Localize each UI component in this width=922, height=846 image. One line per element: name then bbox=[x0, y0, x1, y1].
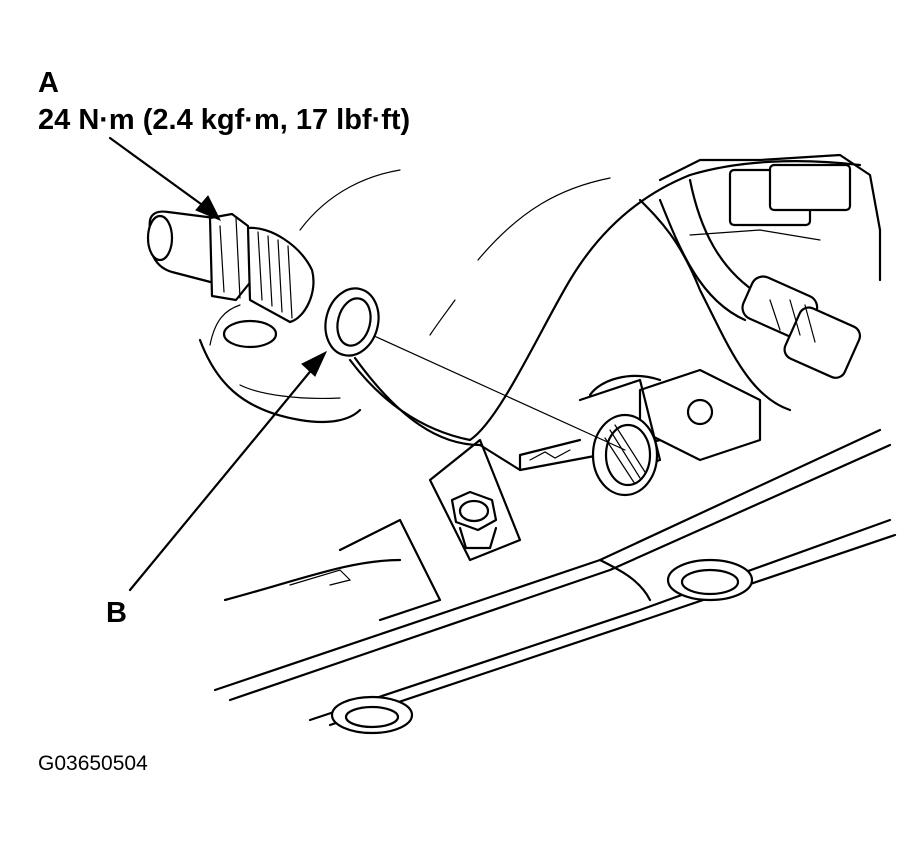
bracket-bolt bbox=[289, 438, 522, 622]
leader-arrow-b bbox=[128, 350, 328, 592]
callout-a-letter: A bbox=[38, 67, 59, 99]
callout-b-letter: B bbox=[106, 597, 127, 629]
callout-a-torque-spec: 24 N·m (2.4 kgf·m, 17 lbf·ft) bbox=[38, 104, 411, 136]
oil-pan bbox=[213, 374, 897, 727]
threaded-port bbox=[591, 413, 659, 497]
transmission-housing bbox=[348, 153, 882, 472]
alignment-line bbox=[371, 334, 626, 451]
speed-sensor bbox=[146, 210, 315, 324]
sealing-washer bbox=[324, 287, 380, 357]
pan-holes bbox=[330, 558, 754, 735]
boss-hole bbox=[222, 319, 278, 349]
housing-outline bbox=[198, 169, 611, 424]
figure-code: G03650504 bbox=[38, 752, 148, 775]
leader-arrow-a bbox=[108, 136, 222, 221]
cooler-line bbox=[658, 163, 862, 379]
